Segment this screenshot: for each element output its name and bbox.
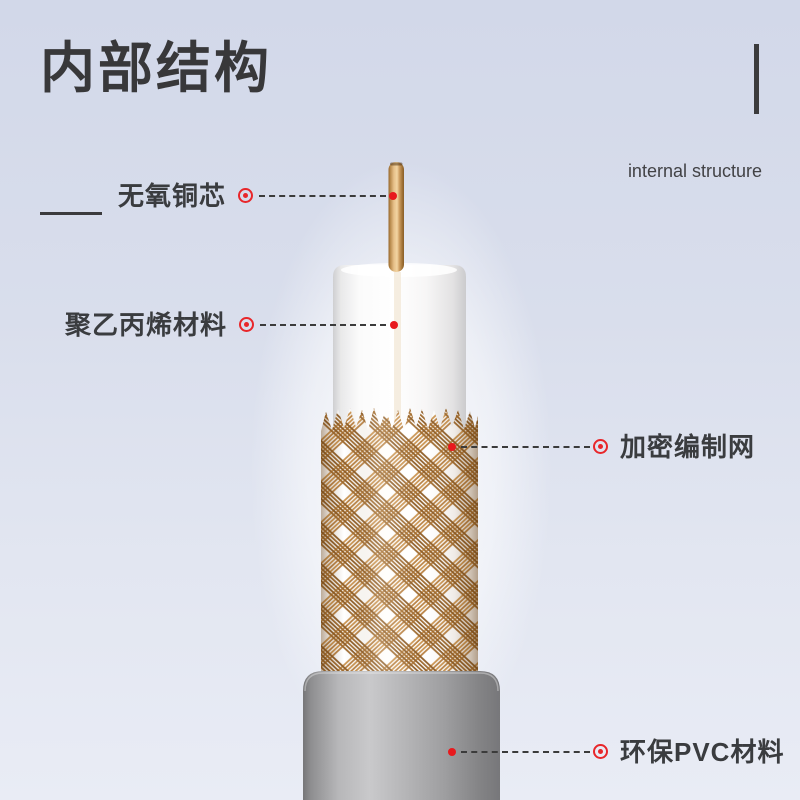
leader-endpoint-dot (389, 192, 397, 200)
target-marker-icon (593, 439, 608, 454)
target-marker-icon (593, 744, 608, 759)
page-title: 内部结构 (40, 37, 273, 99)
part-label-copper-core: 无氧铜芯 (117, 181, 226, 211)
leader-endpoint-dot (448, 443, 456, 451)
accent-line (40, 212, 102, 215)
subtitle-en: internal structure (627, 161, 762, 181)
part-label-insulation: 聚乙丙烯材料 (64, 310, 227, 340)
marker-dot (598, 749, 603, 754)
leader-endpoint-dot (390, 321, 398, 329)
leader-line (461, 751, 590, 753)
target-marker-icon (239, 317, 254, 332)
leader-line (260, 324, 386, 326)
leader-endpoint-dot (448, 748, 456, 756)
marker-dot (598, 444, 603, 449)
accent-vertical-bar (754, 44, 759, 114)
marker-dot (243, 193, 248, 198)
leader-line (259, 195, 386, 197)
braided-shield (321, 408, 478, 678)
pvc-jacket (303, 671, 500, 800)
part-label-braided-shield: 加密编制网 (620, 432, 756, 462)
copper-core-pin (388, 162, 404, 272)
part-label-pvc-jacket: 环保PVC材料 (620, 737, 785, 767)
leader-line (461, 446, 590, 448)
marker-dot (244, 322, 249, 327)
target-marker-icon (238, 188, 253, 203)
